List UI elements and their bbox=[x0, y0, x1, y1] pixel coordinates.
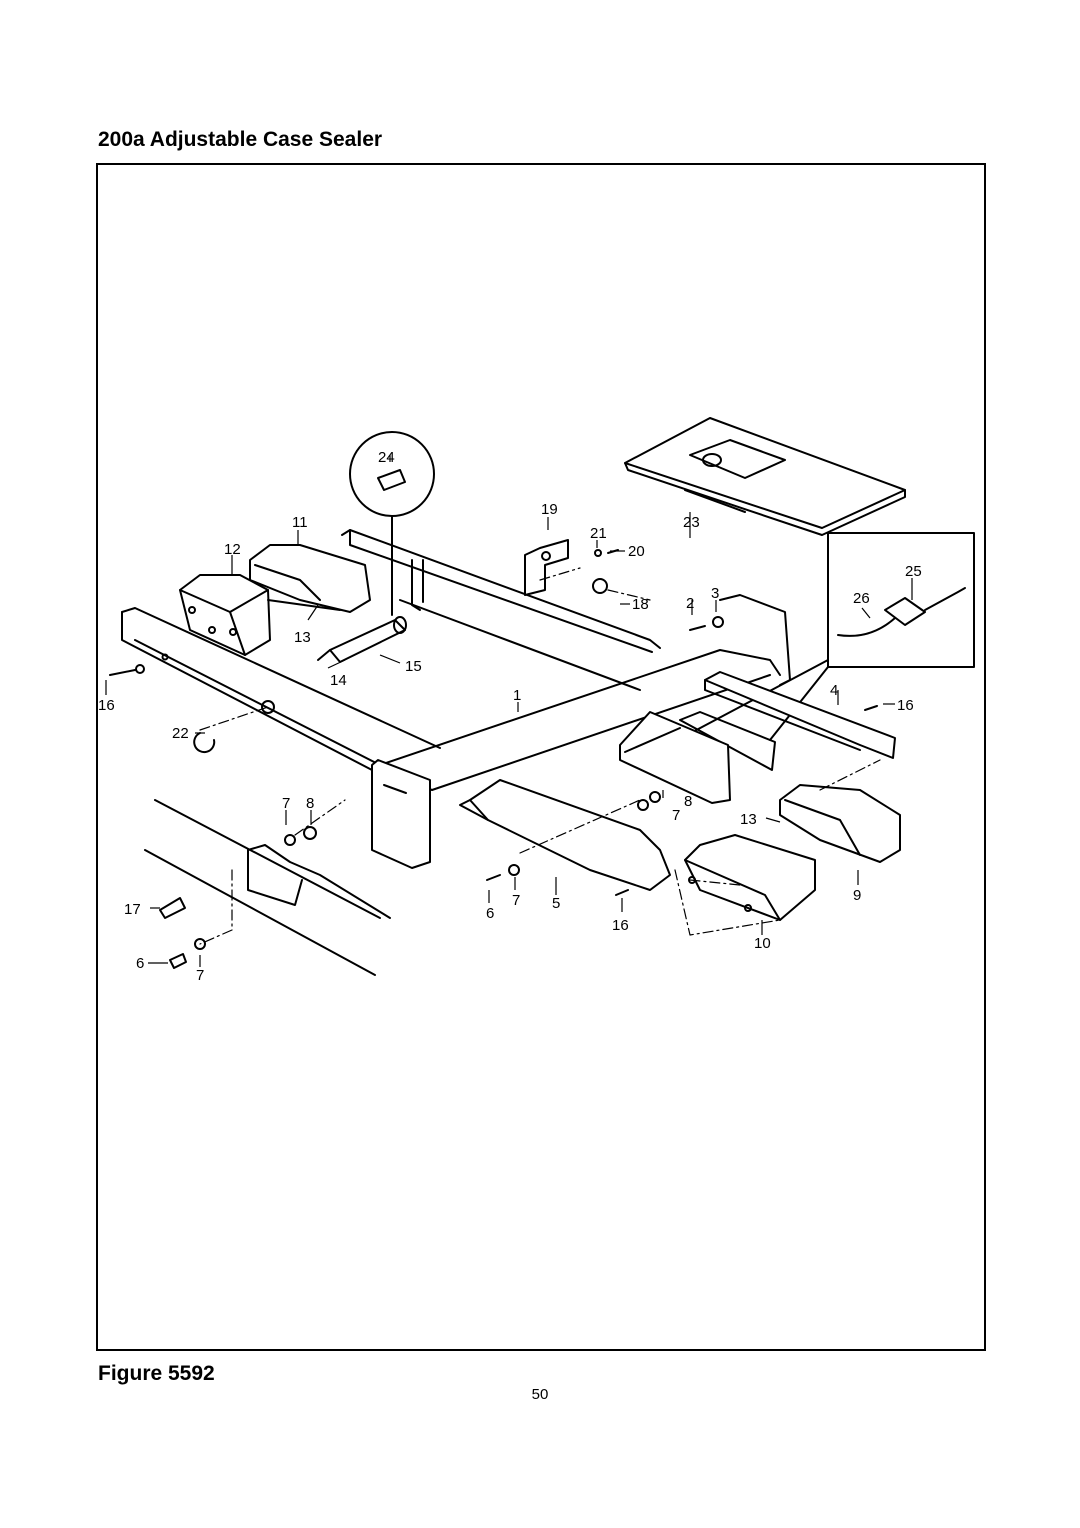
callout-7-mid: 7 bbox=[512, 892, 520, 909]
callout-3: 3 bbox=[711, 585, 719, 602]
callout-23: 23 bbox=[683, 514, 700, 531]
callout-16-bottom: 16 bbox=[612, 917, 629, 934]
figure-label: Figure 5592 bbox=[98, 1362, 215, 1385]
callout-14: 14 bbox=[330, 672, 347, 689]
callout-19: 19 bbox=[541, 501, 558, 518]
callout-18: 18 bbox=[632, 596, 649, 613]
callout-16-right: 16 bbox=[897, 697, 914, 714]
page-number: 50 bbox=[531, 1386, 549, 1403]
roller-assembly-left bbox=[179, 544, 371, 656]
callout-1: 1 bbox=[513, 687, 521, 704]
callout-25: 25 bbox=[905, 563, 922, 580]
figure-frame bbox=[96, 163, 986, 1351]
callout-12: 12 bbox=[224, 541, 241, 558]
callout-17: 17 bbox=[124, 901, 141, 918]
callout-6-lower-left: 6 bbox=[136, 955, 144, 972]
callout-16-left: 16 bbox=[98, 697, 115, 714]
callout-7-upper: 7 bbox=[282, 795, 290, 812]
exploded-parts-diagram: 1 2 3 4 5 6 6 7 7 7 7 8 8 9 10 11 12 13 … bbox=[98, 417, 975, 984]
callout-13-left: 13 bbox=[294, 629, 311, 646]
callout-9: 9 bbox=[853, 887, 861, 904]
bottom-rail-5 bbox=[459, 779, 671, 891]
callout-11: 11 bbox=[292, 514, 308, 531]
roller-assembly-right bbox=[684, 784, 901, 921]
callout-7-lower: 7 bbox=[196, 967, 204, 984]
roller-cylinder bbox=[317, 616, 407, 663]
side-bracket-4 bbox=[679, 671, 896, 771]
callout-7-right: 7 bbox=[672, 807, 680, 824]
callout-22: 22 bbox=[172, 725, 189, 742]
inner-plate bbox=[619, 711, 731, 804]
fasteners bbox=[109, 549, 878, 969]
detail-circle-24 bbox=[349, 431, 435, 616]
callout-5: 5 bbox=[552, 895, 560, 912]
callout-8-left: 8 bbox=[306, 795, 314, 812]
callout-8-right: 8 bbox=[684, 793, 692, 810]
leader-lines bbox=[105, 455, 913, 967]
callout-10: 10 bbox=[754, 935, 771, 952]
callout-13-right: 13 bbox=[740, 811, 757, 828]
main-frame bbox=[121, 529, 791, 869]
callout-labels: 1 2 3 4 5 6 6 7 7 7 7 8 8 9 10 11 12 13 … bbox=[98, 449, 922, 984]
page-title: 200a Adjustable Case Sealer bbox=[98, 128, 383, 151]
callout-2: 2 bbox=[686, 595, 694, 612]
callout-24: 24 bbox=[378, 449, 395, 466]
callout-26: 26 bbox=[853, 590, 870, 607]
callout-21: 21 bbox=[590, 525, 607, 542]
bracket-19 bbox=[524, 539, 569, 596]
callout-4: 4 bbox=[830, 682, 838, 699]
assembly-lines bbox=[199, 567, 881, 945]
callout-15: 15 bbox=[405, 658, 422, 675]
callout-20: 20 bbox=[628, 543, 645, 560]
top-cover-plate bbox=[624, 417, 906, 536]
callout-6-lower-mid: 6 bbox=[486, 905, 494, 922]
lower-side-plate bbox=[144, 799, 391, 976]
